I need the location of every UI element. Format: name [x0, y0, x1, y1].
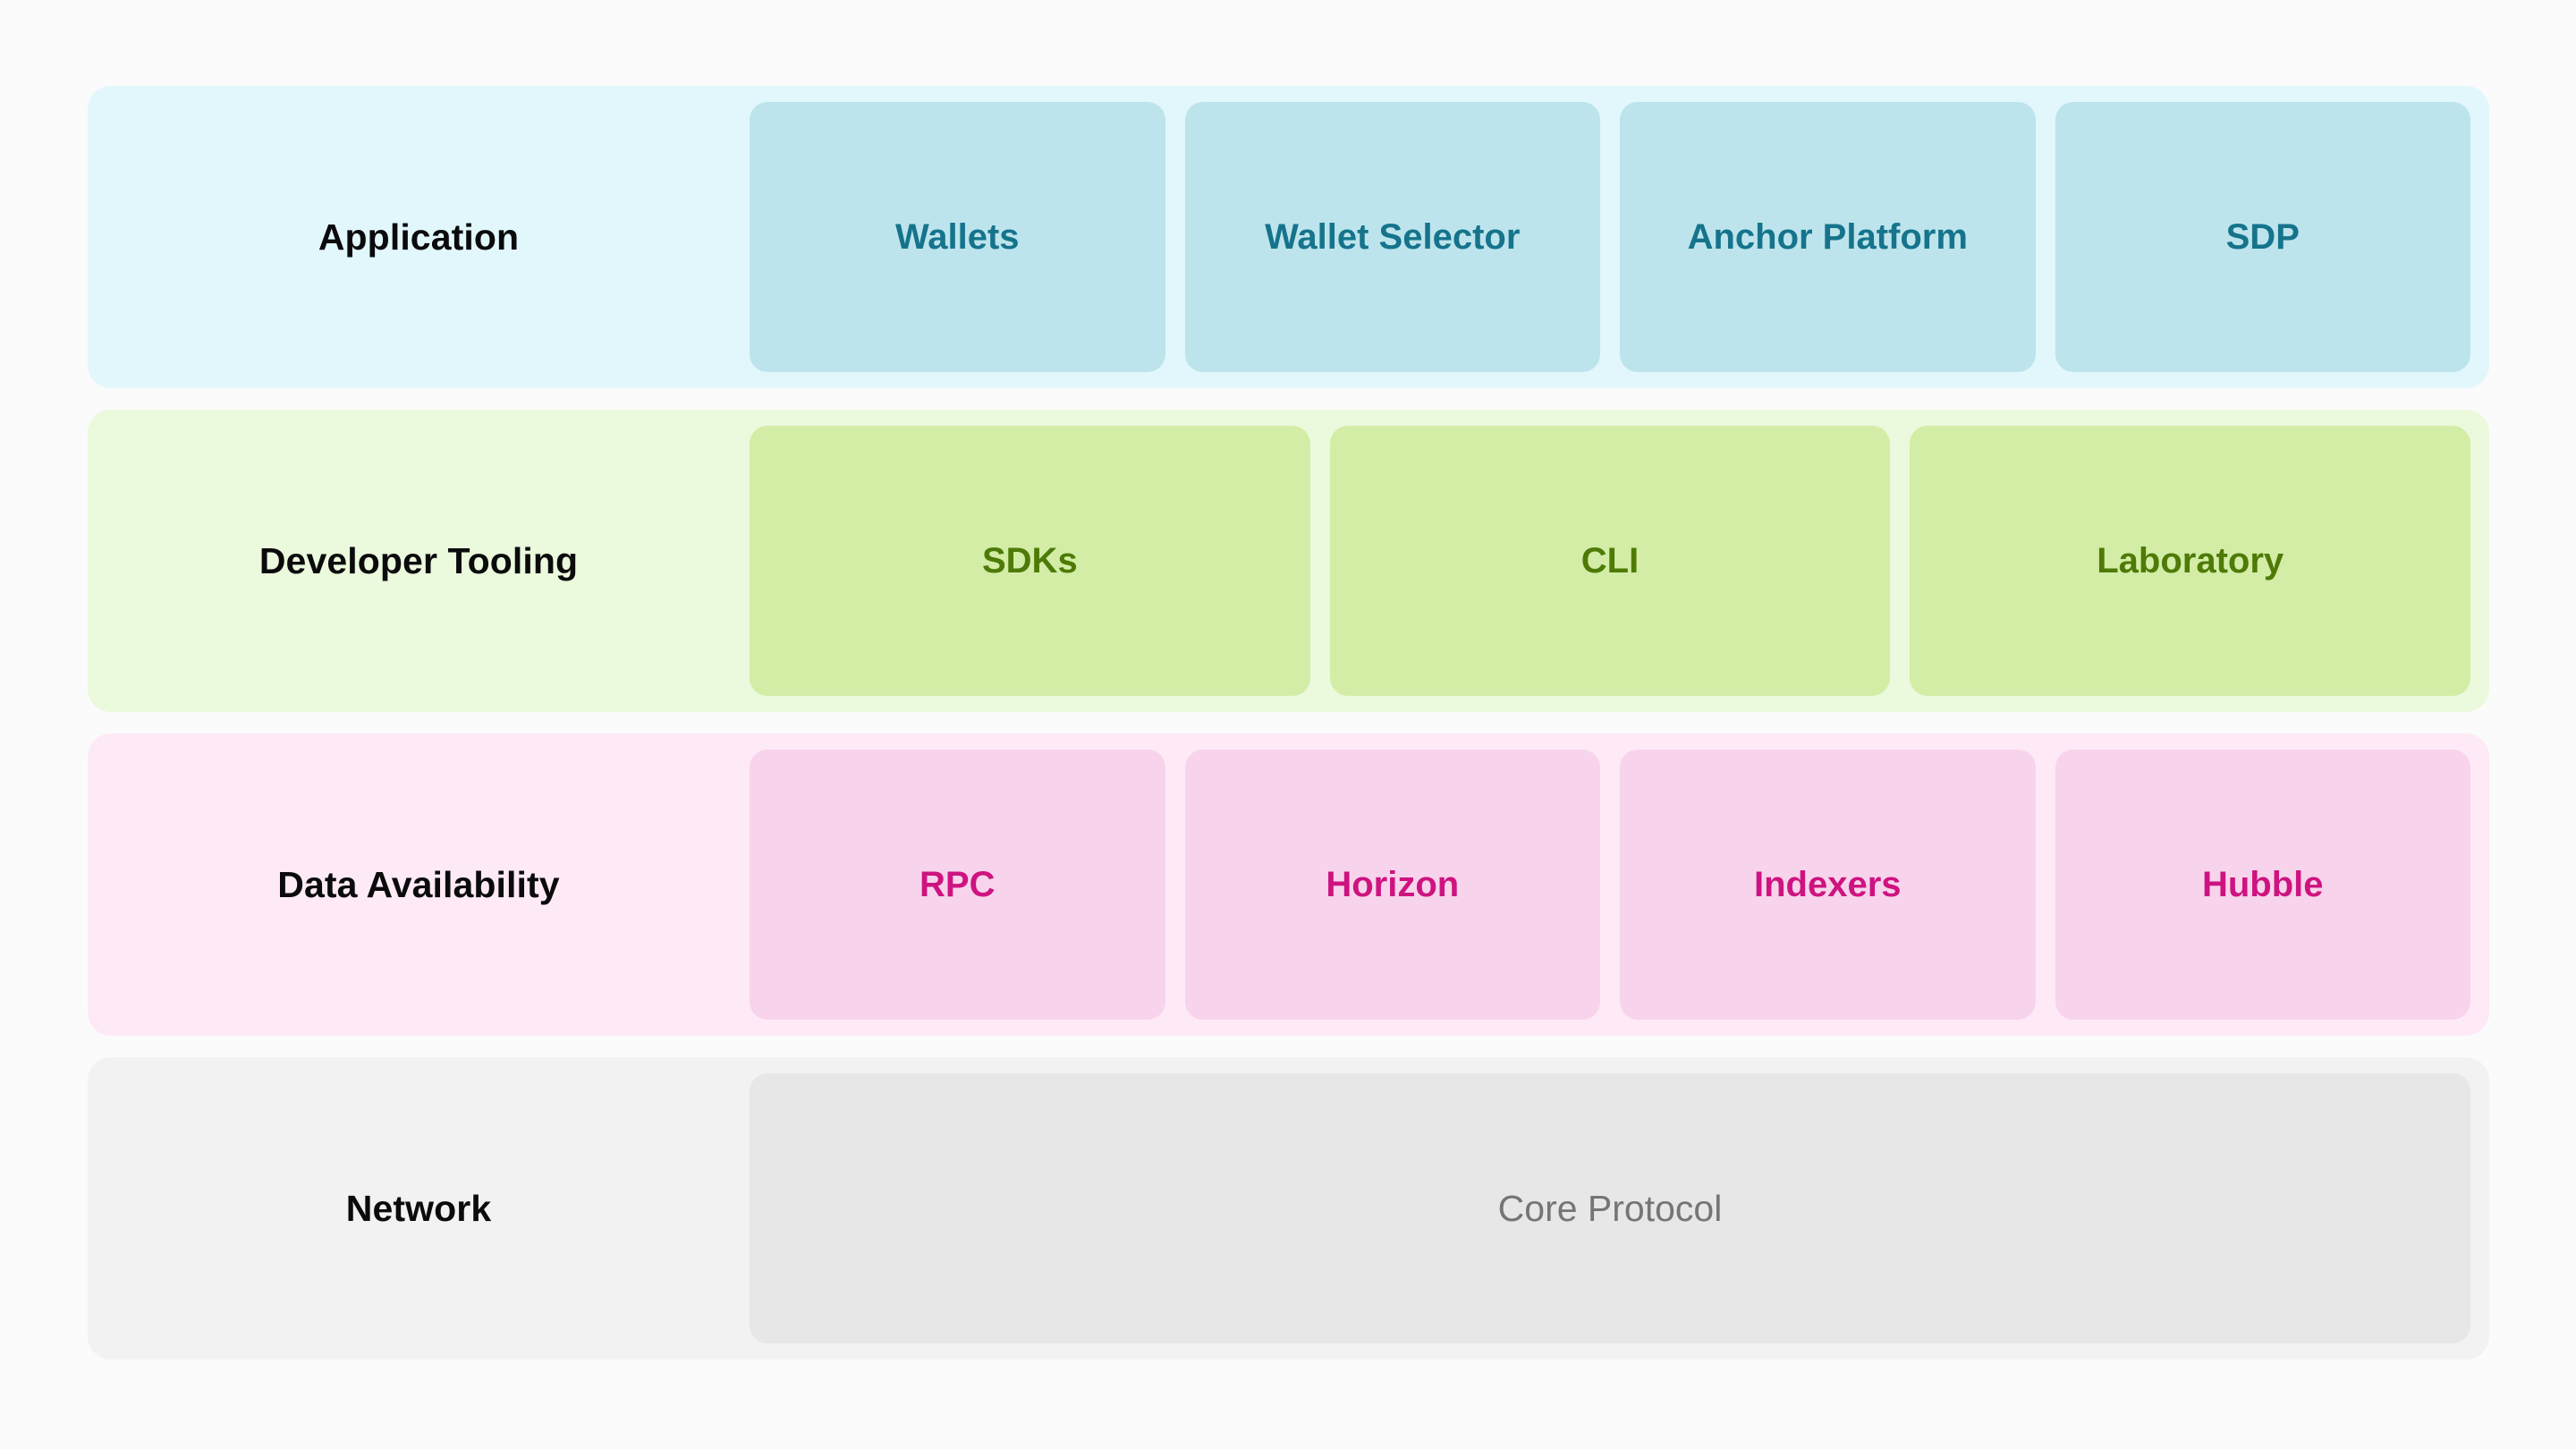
layer-label-data-availability: Data Availability — [277, 863, 560, 905]
layer-label-application: Application — [318, 216, 520, 258]
card-core-protocol[interactable]: Core Protocol — [750, 1073, 2470, 1343]
card-hubble[interactable]: Hubble — [2055, 750, 2470, 1020]
card-rpc[interactable]: RPC — [750, 750, 1165, 1020]
card-cli[interactable]: CLI — [1329, 426, 1891, 696]
layer-row-network: Network Core Protocol — [88, 1057, 2489, 1360]
card-horizon[interactable]: Horizon — [1184, 750, 1600, 1020]
card-wallets[interactable]: Wallets — [750, 102, 1165, 372]
card-anchor-platform[interactable]: Anchor Platform — [1620, 102, 2036, 372]
layer-label-developer-tooling: Developer Tooling — [258, 539, 579, 581]
card-sdks[interactable]: SDKs — [750, 426, 1310, 696]
layer-cards-network: Core Protocol — [750, 1073, 2470, 1343]
card-sdp[interactable]: SDP — [2055, 102, 2470, 372]
card-laboratory[interactable]: Laboratory — [1910, 426, 2471, 696]
card-indexers[interactable]: Indexers — [1620, 750, 2036, 1020]
card-wallet-selector[interactable]: Wallet Selector — [1184, 102, 1600, 372]
layer-label-network: Network — [345, 1187, 492, 1229]
